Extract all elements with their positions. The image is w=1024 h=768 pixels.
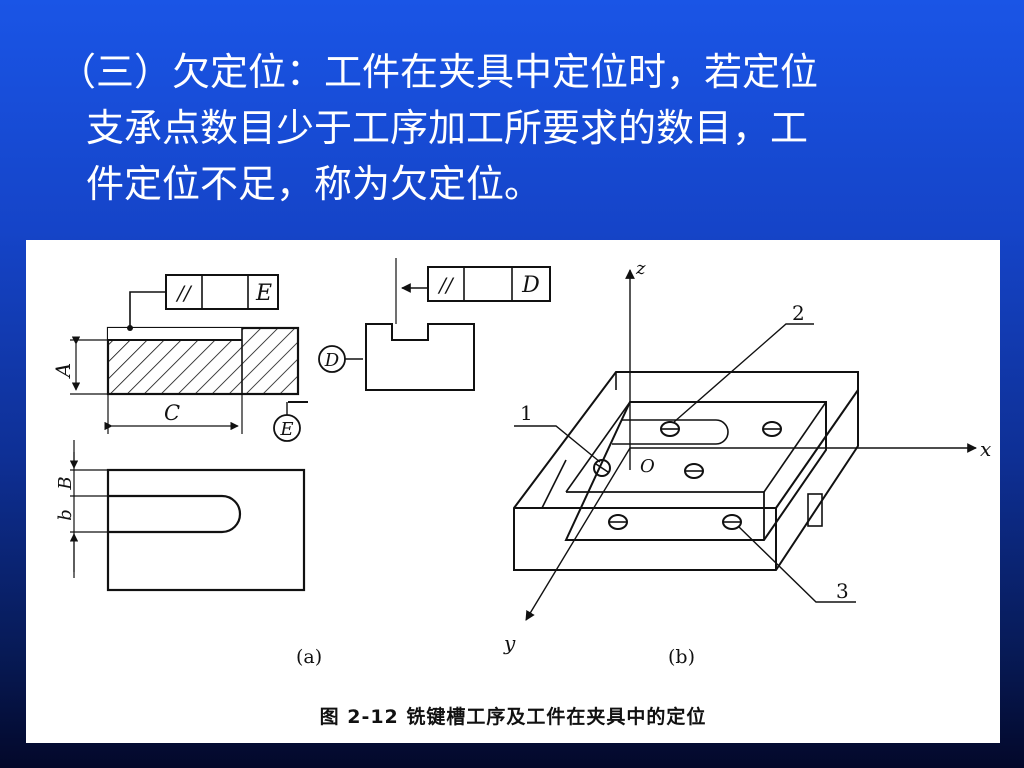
fcf-parallel-symbol: //: [175, 281, 193, 305]
title-line-2: 支承点数目少于工序加工所要求的数目，工: [86, 106, 809, 150]
dimension-C: C: [104, 394, 243, 434]
dimension-B-label: B: [55, 476, 76, 490]
datum-D-letter: D: [324, 350, 340, 371]
part-plan-view: [106, 468, 306, 592]
dimension-A: A: [51, 336, 108, 395]
axis-z-label: z: [635, 258, 646, 279]
fcf-parallel-D: // D: [401, 266, 551, 302]
fcf-parallel-symbol-2: //: [437, 273, 455, 297]
callout-1-label: 1: [520, 401, 533, 425]
callouts: 1 2 3: [514, 301, 856, 603]
origin-label: O: [640, 456, 655, 477]
locating-pins: [593, 421, 782, 530]
dimension-A-label: A: [51, 363, 75, 379]
fcf-parallel-E: // E: [127, 274, 279, 331]
fixture-isometric: [513, 371, 859, 571]
callout-3-label: 3: [836, 579, 849, 603]
fcf-datum-D-letter: D: [521, 273, 540, 298]
subfigure-b-label: (b): [668, 646, 695, 668]
figure-panel: // E A C D E: [26, 240, 1000, 743]
part-front-view: [106, 326, 300, 396]
fcf-datum-E-letter: E: [255, 281, 272, 306]
figure-drawing: // E A C D E: [51, 258, 991, 655]
datum-E-letter: E: [279, 419, 293, 440]
figure-caption: 图 2-12 铣键槽工序及工件在夹具中的定位: [319, 706, 707, 728]
datum-E-symbol: E: [273, 401, 308, 442]
dimension-b-label: b: [55, 509, 76, 521]
part-side-view: [365, 258, 475, 391]
slide-title: （三）欠定位：工件在夹具中定位时，若定位 支承点数目少于工序加工所要求的数目，工…: [58, 44, 978, 212]
title-line-3: 件定位不足，称为欠定位。: [86, 162, 543, 206]
title-line-1: （三）欠定位：工件在夹具中定位时，若定位: [58, 50, 819, 94]
subfigure-a-label: (a): [296, 646, 323, 668]
coordinate-axes: z x y O: [503, 258, 991, 655]
datum-D-symbol: D: [318, 345, 363, 373]
dimension-B-b: B b: [55, 440, 108, 578]
axis-x-label: x: [980, 437, 991, 461]
axis-y-label: y: [503, 631, 516, 655]
dimension-C-label: C: [164, 401, 180, 425]
callout-2-label: 2: [792, 301, 805, 325]
